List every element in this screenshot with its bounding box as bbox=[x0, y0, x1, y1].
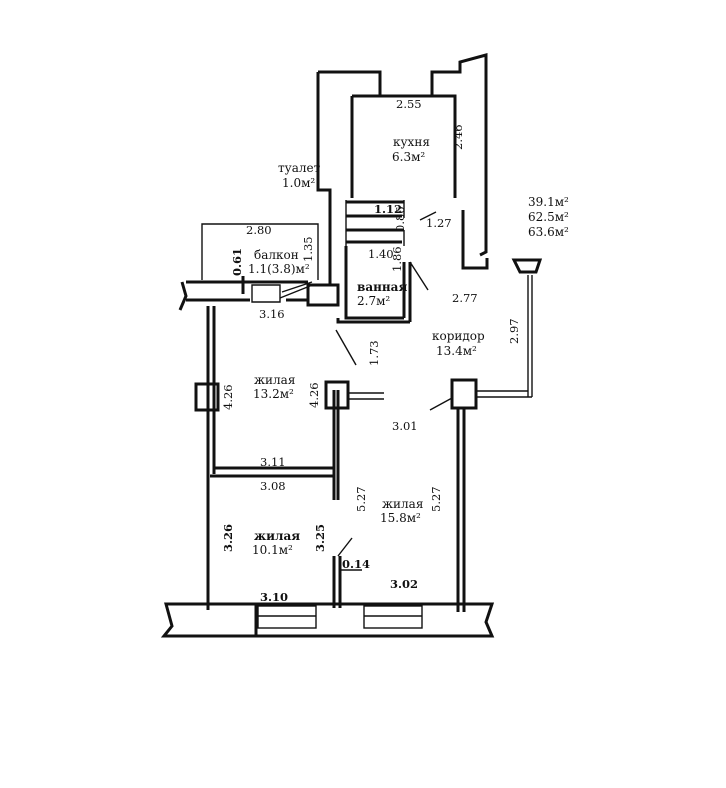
total-living: 39.1м² bbox=[528, 195, 569, 209]
dim-toilet-height: 0.86 bbox=[393, 206, 407, 232]
balcony-area: 1.1(3.8)м² bbox=[248, 262, 310, 276]
dim-301: 3.01 bbox=[392, 419, 418, 433]
dim-room3-right: 3.25 bbox=[313, 524, 327, 552]
dim-014: 0.14 bbox=[342, 557, 370, 571]
dimension-labels: 2.55 2.46 1.12 0.86 1.27 2.80 1.35 0.61 … bbox=[221, 97, 521, 604]
dim-302: 3.02 bbox=[390, 577, 418, 591]
bathroom-name: ванная bbox=[357, 280, 407, 294]
living1-name: жилая bbox=[254, 373, 295, 387]
dim-room2-right: 5.27 bbox=[429, 486, 443, 512]
area-totals: 39.1м² 62.5м² 63.6м² bbox=[528, 195, 569, 239]
dim-316: 3.16 bbox=[259, 307, 285, 321]
dim-127: 1.27 bbox=[426, 216, 452, 230]
toilet-name: туалет bbox=[278, 161, 321, 175]
bathroom-area: 2.7м² bbox=[357, 294, 390, 308]
dim-bath-width: 1.40 bbox=[368, 247, 394, 261]
room-labels: кухня 6.3м² туалет 1.0м² балкон 1.1(3.8)… bbox=[248, 135, 485, 557]
dim-308: 3.08 bbox=[260, 479, 286, 493]
dim-balcony-depth: 0.61 bbox=[230, 248, 244, 276]
kitchen-area: 6.3м² bbox=[392, 150, 425, 164]
living3-name: жилая bbox=[254, 529, 300, 543]
dim-balcony-width: 2.80 bbox=[246, 223, 272, 237]
total-with-balcony: 63.6м² bbox=[528, 225, 569, 239]
dim-173: 1.73 bbox=[367, 340, 381, 366]
dim-corridor-height: 2.97 bbox=[507, 318, 521, 344]
dim-311: 3.11 bbox=[260, 455, 286, 469]
dim-room3-left: 3.26 bbox=[221, 524, 235, 552]
toilet-area: 1.0м² bbox=[282, 176, 315, 190]
total-general: 62.5м² bbox=[528, 210, 569, 224]
kitchen-name: кухня bbox=[393, 135, 430, 149]
dim-room2-left: 5.27 bbox=[354, 486, 368, 512]
living2-name: жилая bbox=[382, 497, 423, 511]
dim-room1-left: 4.26 bbox=[221, 384, 235, 410]
living1-area: 13.2м² bbox=[253, 387, 294, 401]
dim-kitchen-width: 2.55 bbox=[396, 97, 422, 111]
balcony-name: балкон bbox=[254, 248, 299, 262]
dim-310: 3.10 bbox=[260, 590, 288, 604]
walls bbox=[160, 53, 543, 638]
corridor-name: коридор bbox=[432, 329, 485, 343]
dim-room1-right: 4.26 bbox=[307, 382, 321, 408]
dim-balcony-height: 1.35 bbox=[301, 236, 315, 262]
living3-area: 10.1м² bbox=[252, 543, 293, 557]
dim-kitchen-height: 2.46 bbox=[451, 124, 465, 150]
dim-bath-height: 1.86 bbox=[390, 246, 404, 272]
living2-area: 15.8м² bbox=[380, 511, 421, 525]
dim-corridor-width: 2.77 bbox=[452, 291, 478, 305]
corridor-area: 13.4м² bbox=[436, 344, 477, 358]
dim-toilet-width: 1.12 bbox=[374, 202, 402, 216]
